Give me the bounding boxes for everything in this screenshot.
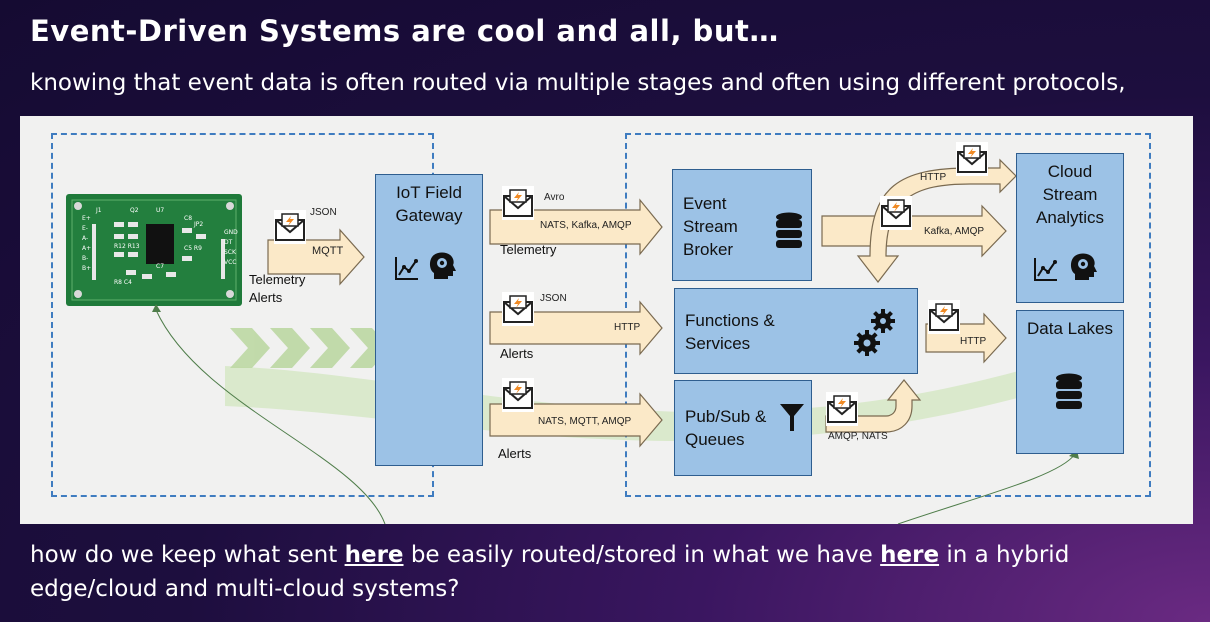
- pubsub-line1: Pub/Sub &: [685, 407, 767, 426]
- svg-text:JP2: JP2: [193, 221, 203, 228]
- event-stream-broker-box: Event Stream Broker: [672, 169, 812, 281]
- sensor-label-telemetry: Telemetry: [249, 272, 306, 287]
- svg-text:DT: DT: [224, 239, 233, 246]
- functions-line2: Services: [685, 334, 751, 353]
- bottom-text-1: how do we keep what sent: [30, 542, 345, 568]
- sensor-format-label: JSON: [310, 207, 337, 218]
- message-envelope-icon: [502, 292, 534, 326]
- svg-text:R8 C4: R8 C4: [114, 279, 132, 286]
- broker-line1: Event: [683, 194, 727, 213]
- svg-text:VCC: VCC: [224, 259, 236, 266]
- route2-label: Alerts: [500, 346, 534, 361]
- http-mid-label: HTTP: [960, 336, 987, 347]
- message-envelope-icon: [956, 142, 988, 176]
- broker-line2: Stream: [683, 217, 738, 236]
- sensor-label-alerts: Alerts: [249, 290, 283, 305]
- analytics-line2: Stream: [1042, 185, 1098, 204]
- route1-protocol-label: NATS, Kafka, AMQP: [540, 220, 632, 231]
- svg-text:SCK: SCK: [224, 249, 237, 256]
- message-envelope-icon: [826, 392, 858, 426]
- functions-services-box: Functions & Services: [674, 288, 918, 374]
- svg-text:C5 R9: C5 R9: [184, 245, 202, 252]
- kafka-amqp-label: Kafka, AMQP: [924, 226, 985, 237]
- route2-protocol-label: HTTP: [614, 322, 641, 333]
- svg-text:E+: E+: [82, 215, 91, 222]
- gateway-title-line1: IoT Field: [396, 183, 462, 202]
- chart-icon: [395, 257, 418, 280]
- pubsub-line2: Queues: [685, 430, 745, 449]
- message-envelope-icon: [502, 186, 534, 220]
- svg-text:Q2: Q2: [130, 207, 139, 214]
- route2-format-label: JSON: [540, 293, 567, 304]
- http-top-label: HTTP: [920, 172, 947, 183]
- svg-text:A+: A+: [82, 245, 91, 252]
- pubsub-queues-box: Pub/Sub & Queues: [674, 380, 812, 476]
- iot-field-gateway-box: IoT Field Gateway: [375, 174, 483, 466]
- functions-line1: Functions &: [685, 311, 775, 330]
- svg-text:A-: A-: [82, 235, 88, 242]
- svg-text:R12 R13: R12 R13: [114, 243, 140, 250]
- svg-text:J1: J1: [95, 207, 102, 214]
- slide-subtitle: knowing that event data is often routed …: [30, 70, 1126, 96]
- gears-icon: [854, 309, 895, 356]
- message-envelope-icon: [502, 378, 534, 412]
- route1-label: Telemetry: [500, 242, 557, 257]
- message-envelope-icon: [928, 300, 960, 334]
- here-link-2: here: [880, 542, 940, 568]
- svg-text:E-: E-: [82, 225, 88, 232]
- svg-text:C8: C8: [184, 215, 192, 222]
- message-envelope-icon: [880, 196, 912, 230]
- analytics-line1: Cloud: [1047, 162, 1093, 181]
- bottom-text-2: be easily routed/stored in what we have: [403, 542, 881, 568]
- datalakes-title: Data Lakes: [1027, 319, 1113, 338]
- message-envelope-icon: [274, 210, 306, 244]
- broker-line3: Broker: [683, 240, 734, 259]
- data-lakes-box: Data Lakes: [1016, 310, 1124, 454]
- amqp-nats-label: AMQP, NATS: [828, 431, 888, 442]
- database-icon: [776, 212, 802, 248]
- database-icon: [1056, 373, 1082, 409]
- svg-text:B-: B-: [82, 255, 88, 262]
- route1-format-label: Avro: [544, 192, 565, 203]
- here-link-1: here: [344, 542, 404, 568]
- cloud-stream-analytics-box: Cloud Stream Analytics: [1016, 153, 1124, 303]
- svg-text:C7: C7: [156, 263, 164, 270]
- ai-head-gear-icon: [1070, 253, 1097, 280]
- bottom-text-3: in a hybrid edge/cloud and multi-cloud s…: [30, 542, 1070, 602]
- svg-text:U7: U7: [156, 207, 164, 214]
- gateway-title-line2: Gateway: [395, 206, 463, 225]
- analytics-line3: Analytics: [1035, 208, 1105, 227]
- ai-head-gear-icon: [429, 252, 456, 279]
- svg-text:B+: B+: [82, 265, 91, 272]
- filter-funnel-icon: [780, 404, 804, 431]
- svg-text:GND: GND: [224, 229, 238, 236]
- sensor-protocol-label: MQTT: [312, 245, 344, 257]
- chart-icon: [1034, 258, 1057, 281]
- bottom-question: how do we keep what sent here be easily …: [30, 538, 1200, 606]
- route3-label: Alerts: [498, 446, 532, 461]
- slide-title: Event-Driven Systems are cool and all, b…: [30, 14, 779, 48]
- route3-protocol-label: NATS, MQTT, AMQP: [538, 416, 632, 427]
